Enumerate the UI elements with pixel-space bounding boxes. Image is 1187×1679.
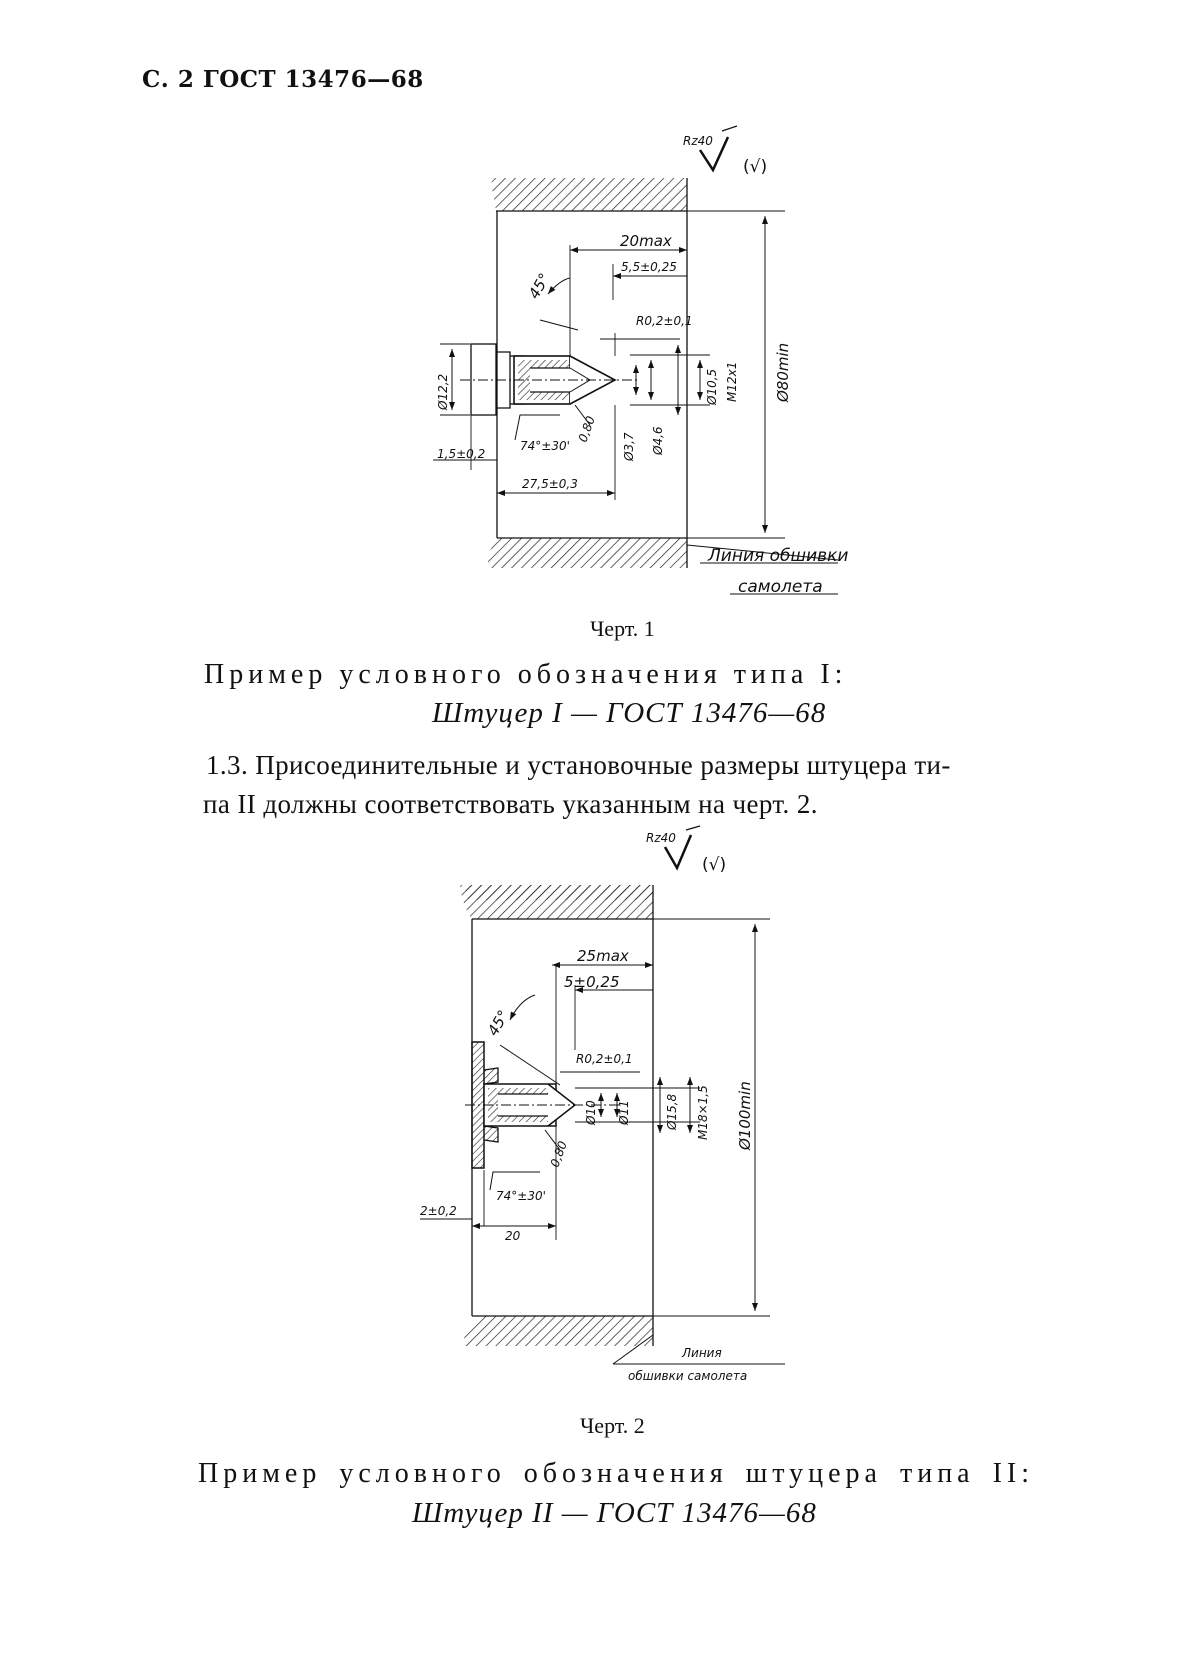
paragraph-1-3-line-2: па II должны соответствовать указанным н…: [203, 789, 818, 819]
svg-text:Ø100min: Ø100min: [736, 1081, 754, 1151]
svg-text:0,80: 0,80: [576, 414, 598, 444]
paragraph-1-3: 1.3. Присоединительные и установочные ра…: [203, 746, 1136, 824]
svg-text:R0,2±0,1: R0,2±0,1: [636, 314, 693, 328]
svg-text:Линия: Линия: [681, 1346, 722, 1360]
svg-text:74°±30': 74°±30': [520, 439, 570, 453]
svg-text:45°: 45°: [484, 1007, 513, 1039]
svg-text:5,5±0,25: 5,5±0,25: [621, 260, 677, 274]
figure-2-drawing: Rz40 (√): [420, 825, 785, 1365]
svg-text:Rz40: Rz40: [683, 134, 713, 148]
svg-text:Ø10,5: Ø10,5: [705, 369, 719, 406]
example-2-label: Пример условного обозначения штуцера тип…: [198, 1458, 1035, 1489]
example-2-designation: Штуцер II — ГОСТ 13476—68: [412, 1497, 817, 1529]
svg-text:Ø11: Ø11: [617, 1100, 631, 1126]
svg-text:(√): (√): [743, 157, 767, 177]
svg-text:M18×1,5: M18×1,5: [696, 1085, 710, 1140]
svg-text:74°±30': 74°±30': [496, 1189, 546, 1203]
svg-text:Rz40: Rz40: [646, 831, 676, 845]
svg-text:M12x1: M12x1: [725, 362, 739, 402]
svg-text:Ø15,8: Ø15,8: [665, 1093, 679, 1131]
svg-text:Ø80min: Ø80min: [774, 343, 792, 403]
svg-text:Ø12,2: Ø12,2: [436, 374, 450, 411]
top-wall-1: [490, 178, 688, 568]
svg-text:Ø4,6: Ø4,6: [651, 426, 665, 456]
figure-2-caption: Черт. 2: [580, 1413, 645, 1438]
svg-text:2±0,2: 2±0,2: [420, 1204, 457, 1218]
roughness-mark-1: Rz40 (√): [683, 125, 767, 177]
svg-text:20: 20: [505, 1229, 521, 1243]
svg-text:R0,2±0,1: R0,2±0,1: [576, 1052, 633, 1066]
svg-text:27,5±0,3: 27,5±0,3: [522, 477, 578, 491]
svg-text:5±0,25: 5±0,25: [564, 973, 620, 991]
svg-text:25max: 25max: [577, 947, 629, 965]
svg-text:самолета: самолета: [738, 577, 823, 597]
svg-text:20max: 20max: [620, 232, 672, 250]
example-1-designation: Штуцер I — ГОСТ 13476—68: [432, 697, 827, 729]
bottom-wall-1: [488, 537, 687, 568]
svg-text:1,5±0,2: 1,5±0,2: [437, 447, 485, 461]
svg-text:(√): (√): [702, 855, 726, 875]
fitting-2: [465, 1041, 620, 1169]
svg-text:Линия обшивки: Линия обшивки: [707, 546, 848, 566]
svg-text:Ø10: Ø10: [584, 1100, 598, 1126]
svg-text:обшивки самолета: обшивки самолета: [628, 1369, 747, 1383]
figure-1-drawing: Rz40 (√): [433, 125, 839, 595]
svg-text:Ø3,7: Ø3,7: [622, 432, 636, 462]
roughness-mark-2: Rz40 (√): [646, 825, 726, 875]
svg-text:0,80: 0,80: [548, 1139, 570, 1169]
page-header: С. 2 ГОСТ 13476—68: [142, 66, 424, 93]
fitting-1: [460, 343, 640, 416]
svg-text:45°: 45°: [525, 270, 554, 302]
figure-1-caption: Черт. 1: [590, 616, 655, 641]
example-1-label: Пример условного обозначения типа I:: [204, 659, 848, 690]
paragraph-1-3-line-1: 1.3. Присоединительные и установочные ра…: [206, 750, 951, 780]
